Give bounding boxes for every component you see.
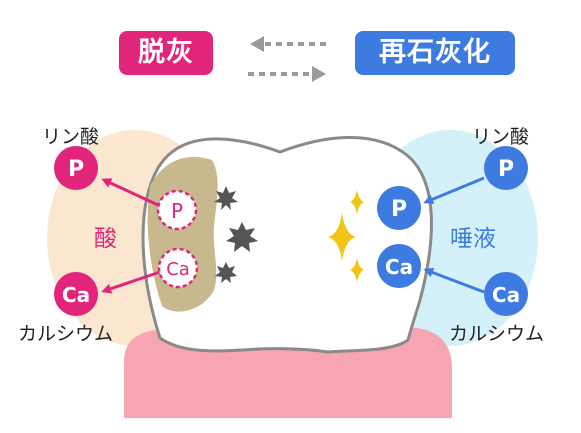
left-tooth-phosphorus-circle	[156, 189, 198, 231]
saliva-label: 唾液	[450, 226, 496, 252]
right-tooth-calcium-circle	[377, 244, 421, 288]
sparkle-icon	[350, 258, 364, 282]
left-tooth-calcium-symbol: Ca	[166, 259, 190, 280]
right-tooth-calcium-symbol: Ca	[385, 255, 413, 279]
sparkle-icon	[350, 190, 364, 214]
remineralization-badge: 再石灰化	[355, 31, 515, 75]
calcium-in-arrow	[423, 267, 485, 294]
left-phosphorus-circle	[54, 146, 98, 190]
left-phosphorus-symbol: P	[68, 157, 84, 182]
burst-star-icon	[226, 222, 258, 252]
burst-star-icon	[215, 262, 237, 283]
right-phosphorus-circle	[484, 146, 528, 190]
left-tooth-phosphorus-symbol: P	[171, 199, 183, 223]
phosphorus-in-arrow	[423, 176, 485, 204]
right-phosphorus-title: リン酸	[472, 126, 530, 148]
plaque-area	[147, 157, 218, 312]
right-phosphorus-symbol: P	[498, 157, 514, 182]
left-tooth-calcium-circle	[157, 247, 199, 289]
left-calcium-title: カルシウム	[18, 323, 114, 345]
burst-star-icon	[214, 186, 238, 210]
phosphorus-out-arrow	[101, 178, 159, 207]
calcium-out-arrow	[101, 270, 161, 294]
right-tooth-phosphorus-symbol: P	[391, 197, 407, 222]
right-calcium-circle	[484, 272, 528, 316]
left-phosphorus-title: リン酸	[42, 126, 100, 148]
right-tooth-phosphorus-circle	[377, 186, 421, 230]
demineralization-badge: 脱灰	[119, 31, 213, 75]
sparkle-icon	[328, 213, 356, 261]
left-calcium-circle	[54, 272, 98, 316]
left-calcium-symbol: Ca	[62, 283, 90, 307]
right-calcium-symbol: Ca	[492, 283, 520, 307]
right-calcium-title: カルシウム	[449, 323, 545, 345]
acid-label: 酸	[94, 226, 117, 252]
forward-arrow-head	[312, 66, 326, 82]
reverse-arrow-head	[250, 36, 264, 52]
